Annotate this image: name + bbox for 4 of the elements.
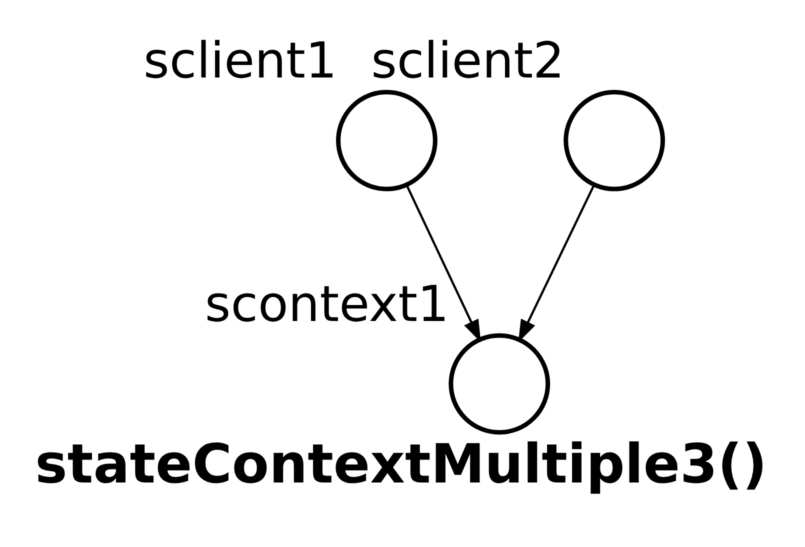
node-label: sclient2 — [371, 32, 565, 90]
node-label: sclient1 — [144, 32, 337, 90]
node-label: scontext1 — [204, 275, 450, 334]
caption: stateContextMultiple3() — [35, 432, 768, 496]
